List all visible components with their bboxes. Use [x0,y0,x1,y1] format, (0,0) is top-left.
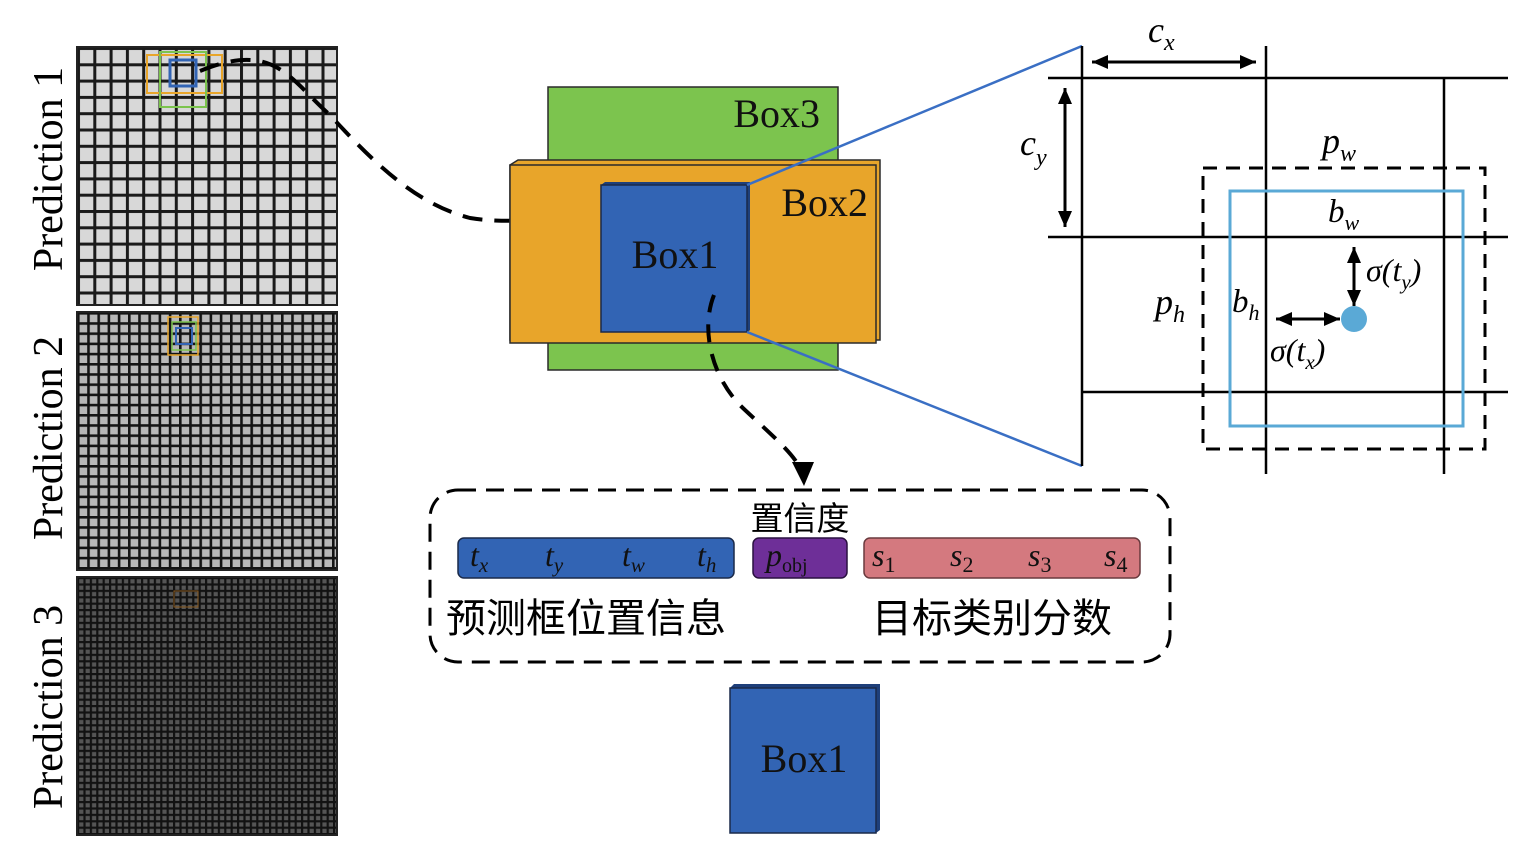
box1-output: Box1 [729,684,880,834]
tw-label: tw [622,537,645,577]
bw-label: bw [1328,194,1360,235]
th-label: th [697,537,716,577]
class-score-field [863,537,1141,579]
ph-label: ph [1152,282,1185,328]
anchor-prior-box [1201,166,1487,451]
panel-label-1: Prediction 1 [26,67,72,271]
s3-label: s3 [1028,537,1051,577]
pyramid-line-top [746,44,1083,187]
sigma-ty-label: σ(ty) [1366,252,1421,294]
center-point [1341,306,1367,332]
prediction-panel-3 [76,576,338,836]
cy-label: cy [1020,123,1047,171]
output-vector-container: 置信度 tx ty tw th pobj s1 s2 s3 s4 预测框位置信息… [428,488,1172,664]
panel-label-2: Prediction 2 [26,336,72,540]
cell-diagram: cx cy pw ph bw bh σ(ty) σ(tx) [1020,10,1508,474]
ty-label: ty [545,537,564,577]
box2-label: Box2 [781,180,868,225]
confidence-label: 置信度 [751,499,850,538]
pw-label: pw [1319,121,1356,167]
s4-label: s4 [1104,537,1127,577]
location-field [457,537,735,579]
s2-label: s2 [950,537,973,577]
pyramid-line-bottom [746,330,1083,468]
s1-label: s1 [872,537,895,577]
class-score-label: 目标类别分数 [872,596,1112,642]
pobj-label: pobj [764,537,808,577]
predicted-box [1228,189,1465,428]
down-arrowhead [792,462,814,486]
cx-label: cx [1148,10,1175,56]
location-info-label: 预测框位置信息 [446,596,726,642]
box1: Box1 [600,182,750,333]
objectness-field [752,537,848,579]
box3-label: Box3 [733,91,820,136]
box1-output-label: Box1 [761,736,848,781]
tx-label: tx [470,537,489,577]
prediction-panel-1 [76,46,338,306]
bh-label: bh [1232,284,1260,325]
panel-label-3: Prediction 3 [26,605,72,809]
dashed-connector-down [706,294,804,473]
prediction-panel-2 [76,311,338,571]
box1-label: Box1 [632,232,719,277]
sigma-tx-label: σ(tx) [1270,332,1325,374]
